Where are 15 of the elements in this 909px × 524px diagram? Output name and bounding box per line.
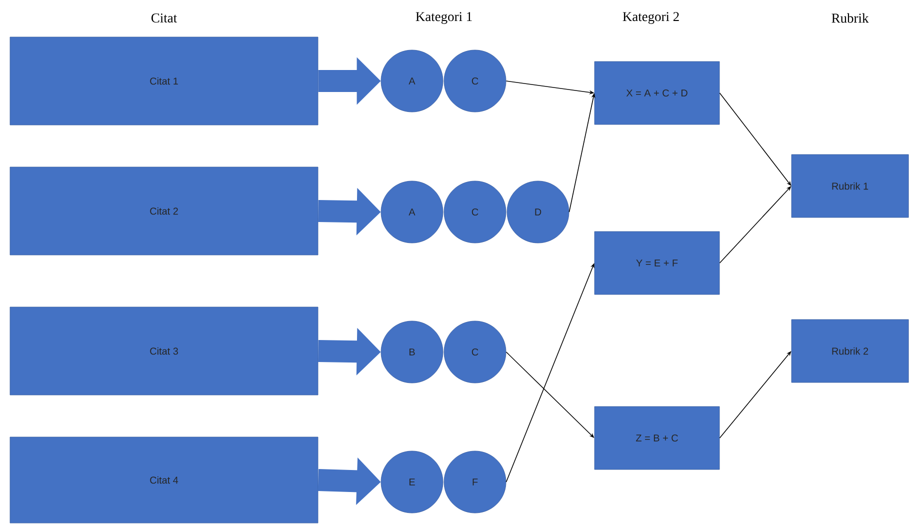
arrow xyxy=(719,351,792,438)
quote-box: Citat 3 xyxy=(10,306,318,396)
rubric-box: Rubrik 2 xyxy=(791,319,909,383)
quote-box: Citat 1 xyxy=(10,36,318,126)
column-heading: Rubrik xyxy=(832,13,869,23)
arrow xyxy=(719,92,792,186)
column-heading: Kategori 1 xyxy=(416,12,472,24)
category-box: Y = E + F xyxy=(594,231,720,295)
category-box: Z = B + C xyxy=(594,406,720,470)
category-box: X = A + C + D xyxy=(594,61,720,125)
rubric-box: Rubrik 1 xyxy=(791,154,909,218)
column-heading: Kategori 2 xyxy=(622,12,679,24)
quote-box: Citat 4 xyxy=(10,436,318,524)
column-heading: Citat xyxy=(151,13,177,22)
quote-box: Citat 2 xyxy=(10,166,318,256)
